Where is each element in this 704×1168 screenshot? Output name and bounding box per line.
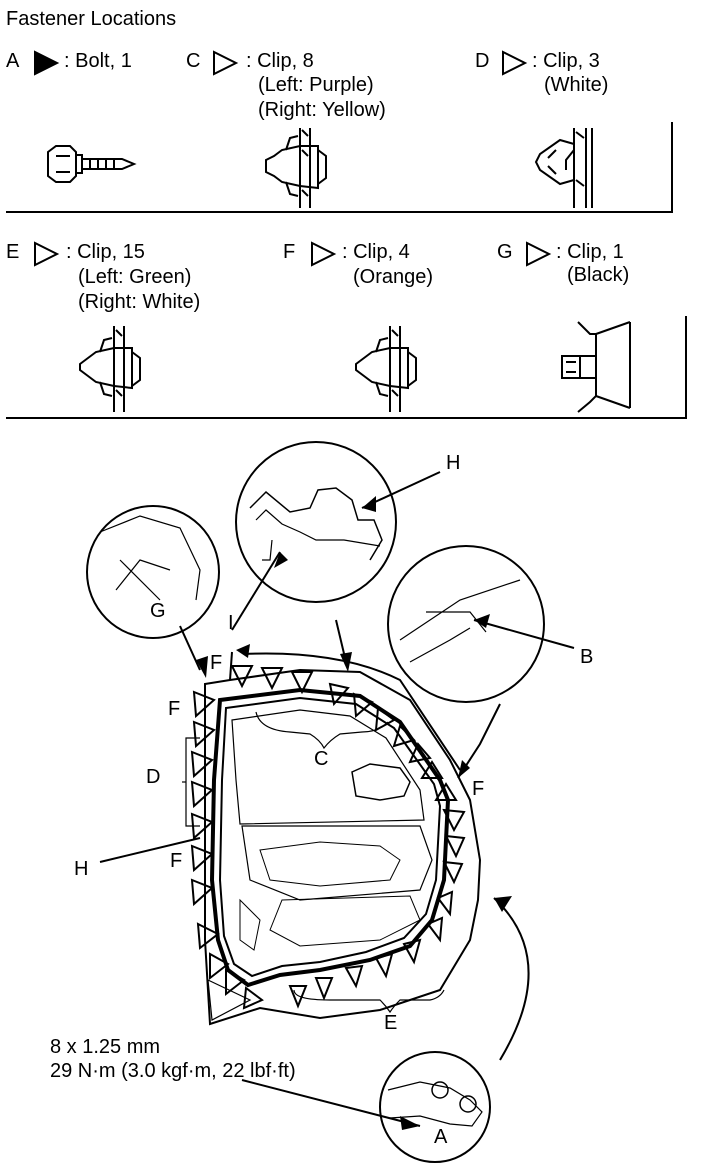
legend-row2-frame <box>6 316 687 419</box>
fastener-c-letter: C <box>186 50 201 72</box>
bolt-illustration <box>47 145 137 183</box>
detail-a-circle <box>379 1051 491 1163</box>
page-title: Fastener Locations <box>6 8 177 30</box>
fastener-e-text: : Clip, 15 <box>66 241 145 263</box>
callout-f-top: F <box>210 652 223 674</box>
door-panel <box>204 668 482 1026</box>
callout-c: C <box>314 748 329 770</box>
fastener-e-sub1: (Left: Green) <box>78 266 192 288</box>
legend-row1-frame <box>6 122 673 213</box>
fastener-g-text: : Clip, 1 <box>556 241 624 263</box>
detail-b-circle <box>387 545 545 703</box>
detail-g-circle <box>86 505 220 639</box>
callout-a: A <box>434 1126 448 1148</box>
callout-g: G <box>150 600 166 622</box>
detail-h-i-circle <box>235 441 397 603</box>
fastener-c-sub1: (Left: Purple) <box>258 74 374 96</box>
torque-size: 8 x 1.25 mm <box>50 1036 161 1058</box>
callout-d: D <box>146 766 161 788</box>
callout-e: E <box>384 1012 398 1034</box>
fastener-g-sub1: (Black) <box>567 264 630 286</box>
callout-i: I <box>228 612 234 634</box>
clip-g-illustration <box>561 321 631 413</box>
bolt-symbol-icon <box>34 50 60 76</box>
fastener-d-letter: D <box>475 50 490 72</box>
clip-d-illustration <box>534 128 593 208</box>
clip-triangles <box>190 665 466 1010</box>
fastener-d-sub1: (White) <box>544 74 609 96</box>
leader-lines <box>99 471 575 1127</box>
fastener-f-text: : Clip, 4 <box>342 241 410 263</box>
callout-f-left-lower: F <box>170 850 183 872</box>
fastener-e-letter: E <box>6 241 20 263</box>
fastener-c-sub2: (Right: Yellow) <box>258 99 386 121</box>
clip-f-symbol-icon <box>311 241 337 267</box>
fastener-g-letter: G <box>497 241 513 263</box>
clip-g-symbol-icon <box>526 241 552 267</box>
torque-value: 29 N·m (3.0 kgf·m, 22 lbf·ft) <box>50 1060 296 1082</box>
clip-e-illustration <box>79 326 141 412</box>
clip-c-illustration <box>265 128 327 208</box>
callout-f-right: F <box>472 778 485 800</box>
callout-h-top: H <box>446 452 461 474</box>
callout-f-left-upper: F <box>168 698 181 720</box>
fastener-a-letter: A <box>6 50 20 72</box>
fastener-a-text: : Bolt, 1 <box>64 50 132 72</box>
fastener-c-text: : Clip, 8 <box>246 50 314 72</box>
clip-f-illustration <box>355 326 417 412</box>
clip-d-symbol-icon <box>502 50 528 76</box>
fastener-d-text: : Clip, 3 <box>532 50 600 72</box>
clip-c-symbol-icon <box>213 50 239 76</box>
clip-e-symbol-icon <box>34 241 60 267</box>
arrowheads <box>196 496 512 1130</box>
fastener-e-sub2: (Right: White) <box>78 291 201 313</box>
callout-h-left: H <box>74 858 89 880</box>
callout-circles <box>86 441 545 1163</box>
fastener-f-letter: F <box>283 241 296 263</box>
callout-b: B <box>580 646 594 668</box>
fastener-f-sub1: (Orange) <box>353 266 434 288</box>
